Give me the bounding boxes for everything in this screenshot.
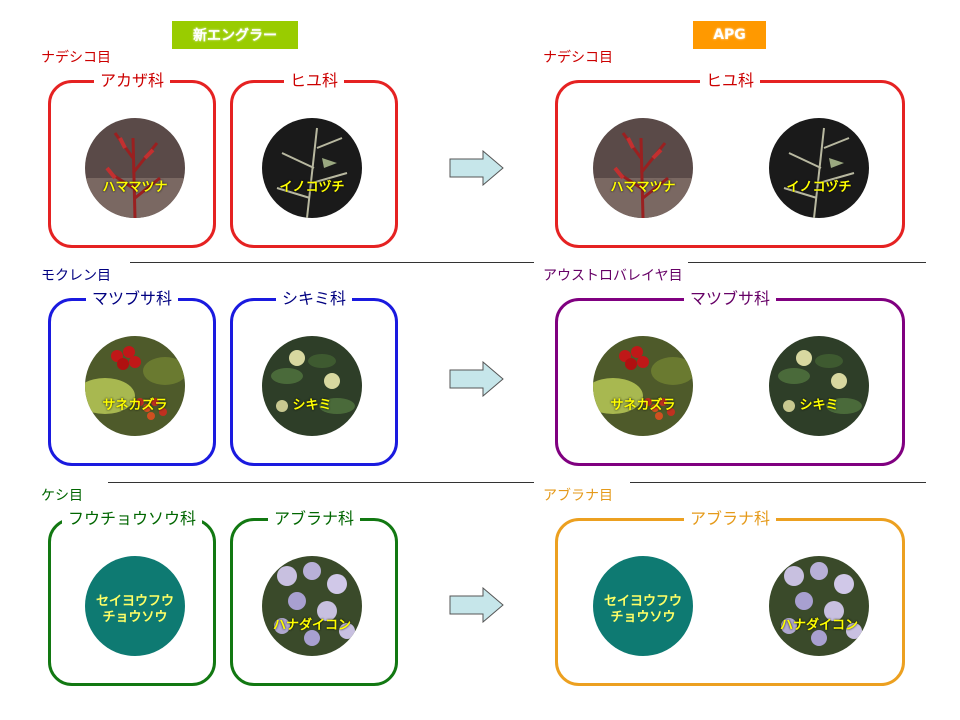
plant-name-1a: ハママツナ	[102, 180, 168, 195]
arrow-right-icon-2	[449, 361, 504, 397]
right-family-label-2: マツブサ科	[683, 290, 777, 308]
plant-name-2r-b: シキミ	[799, 398, 839, 413]
left-family-label-1a: アカザ科	[93, 72, 171, 90]
plant-name-3r-b: ハナダイコン	[779, 618, 858, 633]
plant-photo-purple-flowers	[769, 556, 869, 656]
left-family-label-1b: ヒユ科	[283, 72, 345, 90]
left-family-label-2a: マツブサ科	[85, 290, 179, 308]
plant-name-2a: サネカズラ	[102, 398, 168, 413]
plant-name-2b: シキミ	[292, 398, 332, 413]
left-family-label-3a: フウチョウソウ科	[61, 510, 203, 528]
plant-name-3r-a: セイヨウフウ チョウソウ	[603, 594, 682, 625]
plant-photo-seiyoufuuchousou-right: セイヨウフウ チョウソウ	[593, 556, 693, 656]
plant-photo-dark-grass	[769, 118, 869, 218]
plant-photo-sanekazura-left: サネカズラ	[85, 336, 185, 436]
plant-name-3b: ハナダイコン	[272, 618, 351, 633]
arrow-right-icon-1	[449, 150, 504, 186]
row-divider-right-2	[688, 262, 926, 263]
plant-photo-inokozuchi-right: イノコヅチ	[769, 118, 869, 218]
plant-photo-hamamatsuna-right: ハママツナ	[593, 118, 693, 218]
plant-photo-sanekazura-right: サネカズラ	[593, 336, 693, 436]
plant-name-2r-a: サネカズラ	[610, 398, 676, 413]
right-order-label-2: アウストロバレイヤ目	[543, 268, 683, 284]
left-family-label-2b: シキミ科	[275, 290, 353, 308]
plant-name-1r-a: ハママツナ	[610, 180, 676, 195]
plant-photo-dark-red	[593, 118, 693, 218]
plant-photo-inokozuchi-left: イノコヅチ	[262, 118, 362, 218]
engler-header-badge: 新エングラー	[172, 21, 298, 49]
plant-name-3a: セイヨウフウ チョウソウ	[95, 594, 174, 625]
plant-photo-shikimi-right: シキミ	[769, 336, 869, 436]
plant-photo-dark-red	[85, 118, 185, 218]
plant-photo-green-flowers	[262, 336, 362, 436]
right-order-label-1: ナデシコ目	[543, 50, 613, 66]
apg-header-badge: APG	[693, 21, 766, 49]
plant-name-1r-b: イノコヅチ	[786, 180, 852, 195]
left-order-label-3: ケシ目	[41, 488, 83, 504]
plant-name-1b: イノコヅチ	[279, 180, 345, 195]
plant-photo-red-berries	[85, 336, 185, 436]
left-family-label-3b: アブラナ科	[267, 510, 361, 528]
plant-photo-seiyoufuuchousou-left: セイヨウフウ チョウソウ	[85, 556, 185, 656]
engler-header-label: 新エングラー	[193, 28, 277, 44]
plant-photo-dark-grass	[262, 118, 362, 218]
apg-header-label: APG	[713, 27, 746, 43]
left-order-label-1: ナデシコ目	[41, 50, 111, 66]
plant-photo-purple-flowers	[262, 556, 362, 656]
plant-photo-hanadaikon-left: ハナダイコン	[262, 556, 362, 656]
right-family-label-1: ヒユ科	[699, 72, 761, 90]
right-order-label-3: アブラナ目	[543, 488, 613, 504]
plant-photo-hamamatsuna-left: ハママツナ	[85, 118, 185, 218]
plant-photo-hanadaikon-right: ハナダイコン	[769, 556, 869, 656]
row-divider-left-2	[130, 262, 534, 263]
row-divider-left-3	[108, 482, 534, 483]
plant-photo-shikimi-left: シキミ	[262, 336, 362, 436]
row-divider-right-3	[630, 482, 926, 483]
plant-photo-green-flowers	[769, 336, 869, 436]
plant-photo-red-berries	[593, 336, 693, 436]
right-family-label-3: アブラナ科	[683, 510, 777, 528]
left-order-label-2: モクレン目	[41, 268, 111, 284]
arrow-right-icon-3	[449, 587, 504, 623]
